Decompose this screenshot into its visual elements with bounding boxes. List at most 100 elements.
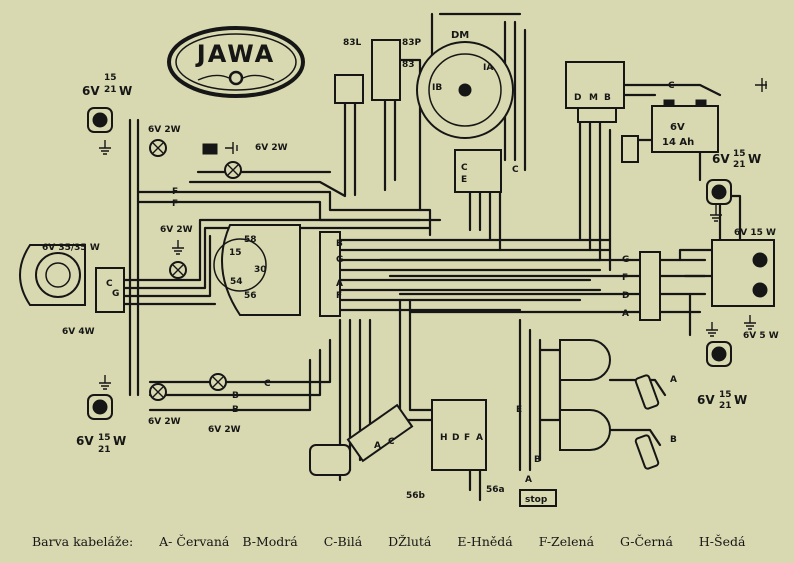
terminal-56: 56 [244,291,257,301]
indicator-rear-right [706,341,732,367]
fuse [621,135,639,163]
terminal-83p: 83P [402,38,422,48]
coil-a-label: A [670,375,677,385]
plate-label: 6V 5 W [743,331,779,341]
wire-label-c: C [461,163,468,173]
wire-label-b: B [534,455,541,465]
tail-lamp [711,239,775,307]
indicator-front-right-volts: 6V [712,152,730,166]
wire-label-a: A [525,475,532,485]
legend-item: B-Modrá [242,534,298,549]
regulator [565,61,625,123]
wire-label-f: F [172,199,178,209]
lamp-labels: 6V 15 21 W 6V 15 21 W 6V 15 21 W 6V 15 2… [42,73,779,455]
horn [309,403,414,476]
parking-label: 6V 4W [62,327,95,337]
terminal-dm: DM [451,30,469,41]
indicator-front-left-watts: 15 [104,73,117,83]
indicator-rear-left-volts: 6V [76,434,94,448]
terminal-83: 83 [402,60,415,70]
indicator-front-right-watts: 15 [733,149,746,159]
dynamo-connector [454,149,502,193]
indicator-front-right [706,179,732,205]
wire-label-e: E [461,175,467,185]
stop-switch [519,489,557,507]
terminal-30: 30 [254,265,267,275]
wire-label-f: F [464,433,470,443]
terminal-b: B [604,93,611,103]
dynamo [416,41,514,139]
top-switch [334,39,401,104]
indicator-rear-left-watts: 15 [98,433,111,443]
legend-item: H-Šedá [698,534,746,549]
coil-b-label: B [670,435,677,445]
battery [651,99,719,153]
wire-label-f: F [336,291,342,301]
pilot-lamps [149,139,242,401]
wire-label-d: D [622,291,629,301]
pilot-lower-label: 6V 2W [148,417,181,427]
right-connector-block [639,251,661,321]
harness-wires [116,12,742,502]
wire-label-c: C [512,165,519,175]
logo-text: JAWA [195,40,275,68]
wire-label-c: C [388,437,395,447]
legend-item: E-Hnědá [457,534,513,549]
indicator-front-left [87,107,113,133]
indicator-front-left-unit: W [119,84,132,98]
terminal-58: 58 [244,235,257,245]
wire-label-a: A [374,441,381,451]
pilot-upper-label: 6V 2W [148,125,181,135]
wire-letters: F F C G C B B B G A F G F D A C E C H D … [106,163,629,485]
wire-label-b: B [232,405,239,415]
battery-volts: 6V [670,122,685,133]
wire-label-f: F [172,187,178,197]
indicator-front-left-volts: 6V [82,84,100,98]
indicator-rear-right-volts: 6V [697,393,715,407]
terminal-ib: IB [432,83,442,93]
terminal-ia: IA [483,63,493,73]
wire-label-g: G [622,255,629,265]
legend-item: F-Zelená [538,534,595,549]
battery-capacity: 14 Ah [662,137,694,148]
legend-item: G-Černá [620,534,673,549]
legend-item: DŽlutá [388,534,432,549]
stop-label: stop [525,495,548,505]
pilot-lower-right-label: 6V 2W [208,425,241,435]
indicator-front-right-unit: W [748,152,761,166]
terminal-c: C [668,81,675,91]
wire-label-d: D [452,433,459,443]
terminal-d: D [574,93,581,103]
lower-connector-block [431,399,487,471]
wire-label-g: G [112,289,119,299]
ignition-coils [559,339,660,470]
wire-label-h: H [440,433,448,443]
indicator-front-left-alt: 21 [104,85,117,95]
indicator-rear-right-unit: W [734,393,747,407]
wire-label-b: B [232,391,239,401]
indicator-rear-right-watts: 15 [719,390,732,400]
indicator-rear-left-alt: 21 [98,445,111,455]
wire-label-c: C [106,279,113,289]
wire-label-c: C [264,379,271,389]
wire-label-a: A [622,309,629,319]
headlamp [19,244,125,313]
terminal-83l: 83L [343,38,362,48]
wire-label-a: A [476,433,483,443]
wire-label-a: A [336,279,343,289]
switch-lamp-label: 6V 2W [160,225,193,235]
legend-title: Barva kabeláže: [32,534,134,549]
terminal-m: M [589,93,598,103]
terminal-56b: 56b [406,491,426,501]
indicator-rear-left-unit: W [113,434,126,448]
terminal-labels: 83L 83P 83 DM IB IA D M B C 15 58 30 54 … [229,30,677,505]
earth-symbols [99,78,767,390]
battery-labels: 6V 14 Ah [662,122,694,148]
wire-label-g: G [336,255,343,265]
wire-label-f: F [622,273,628,283]
terminal-15: 15 [229,248,242,258]
indicator-front-right-alt: 21 [733,160,746,170]
wire-color-legend: Barva kabeláže: A- Červaná B-Modrá C-Bil… [32,534,754,549]
terminal-56a: 56a [486,485,505,495]
